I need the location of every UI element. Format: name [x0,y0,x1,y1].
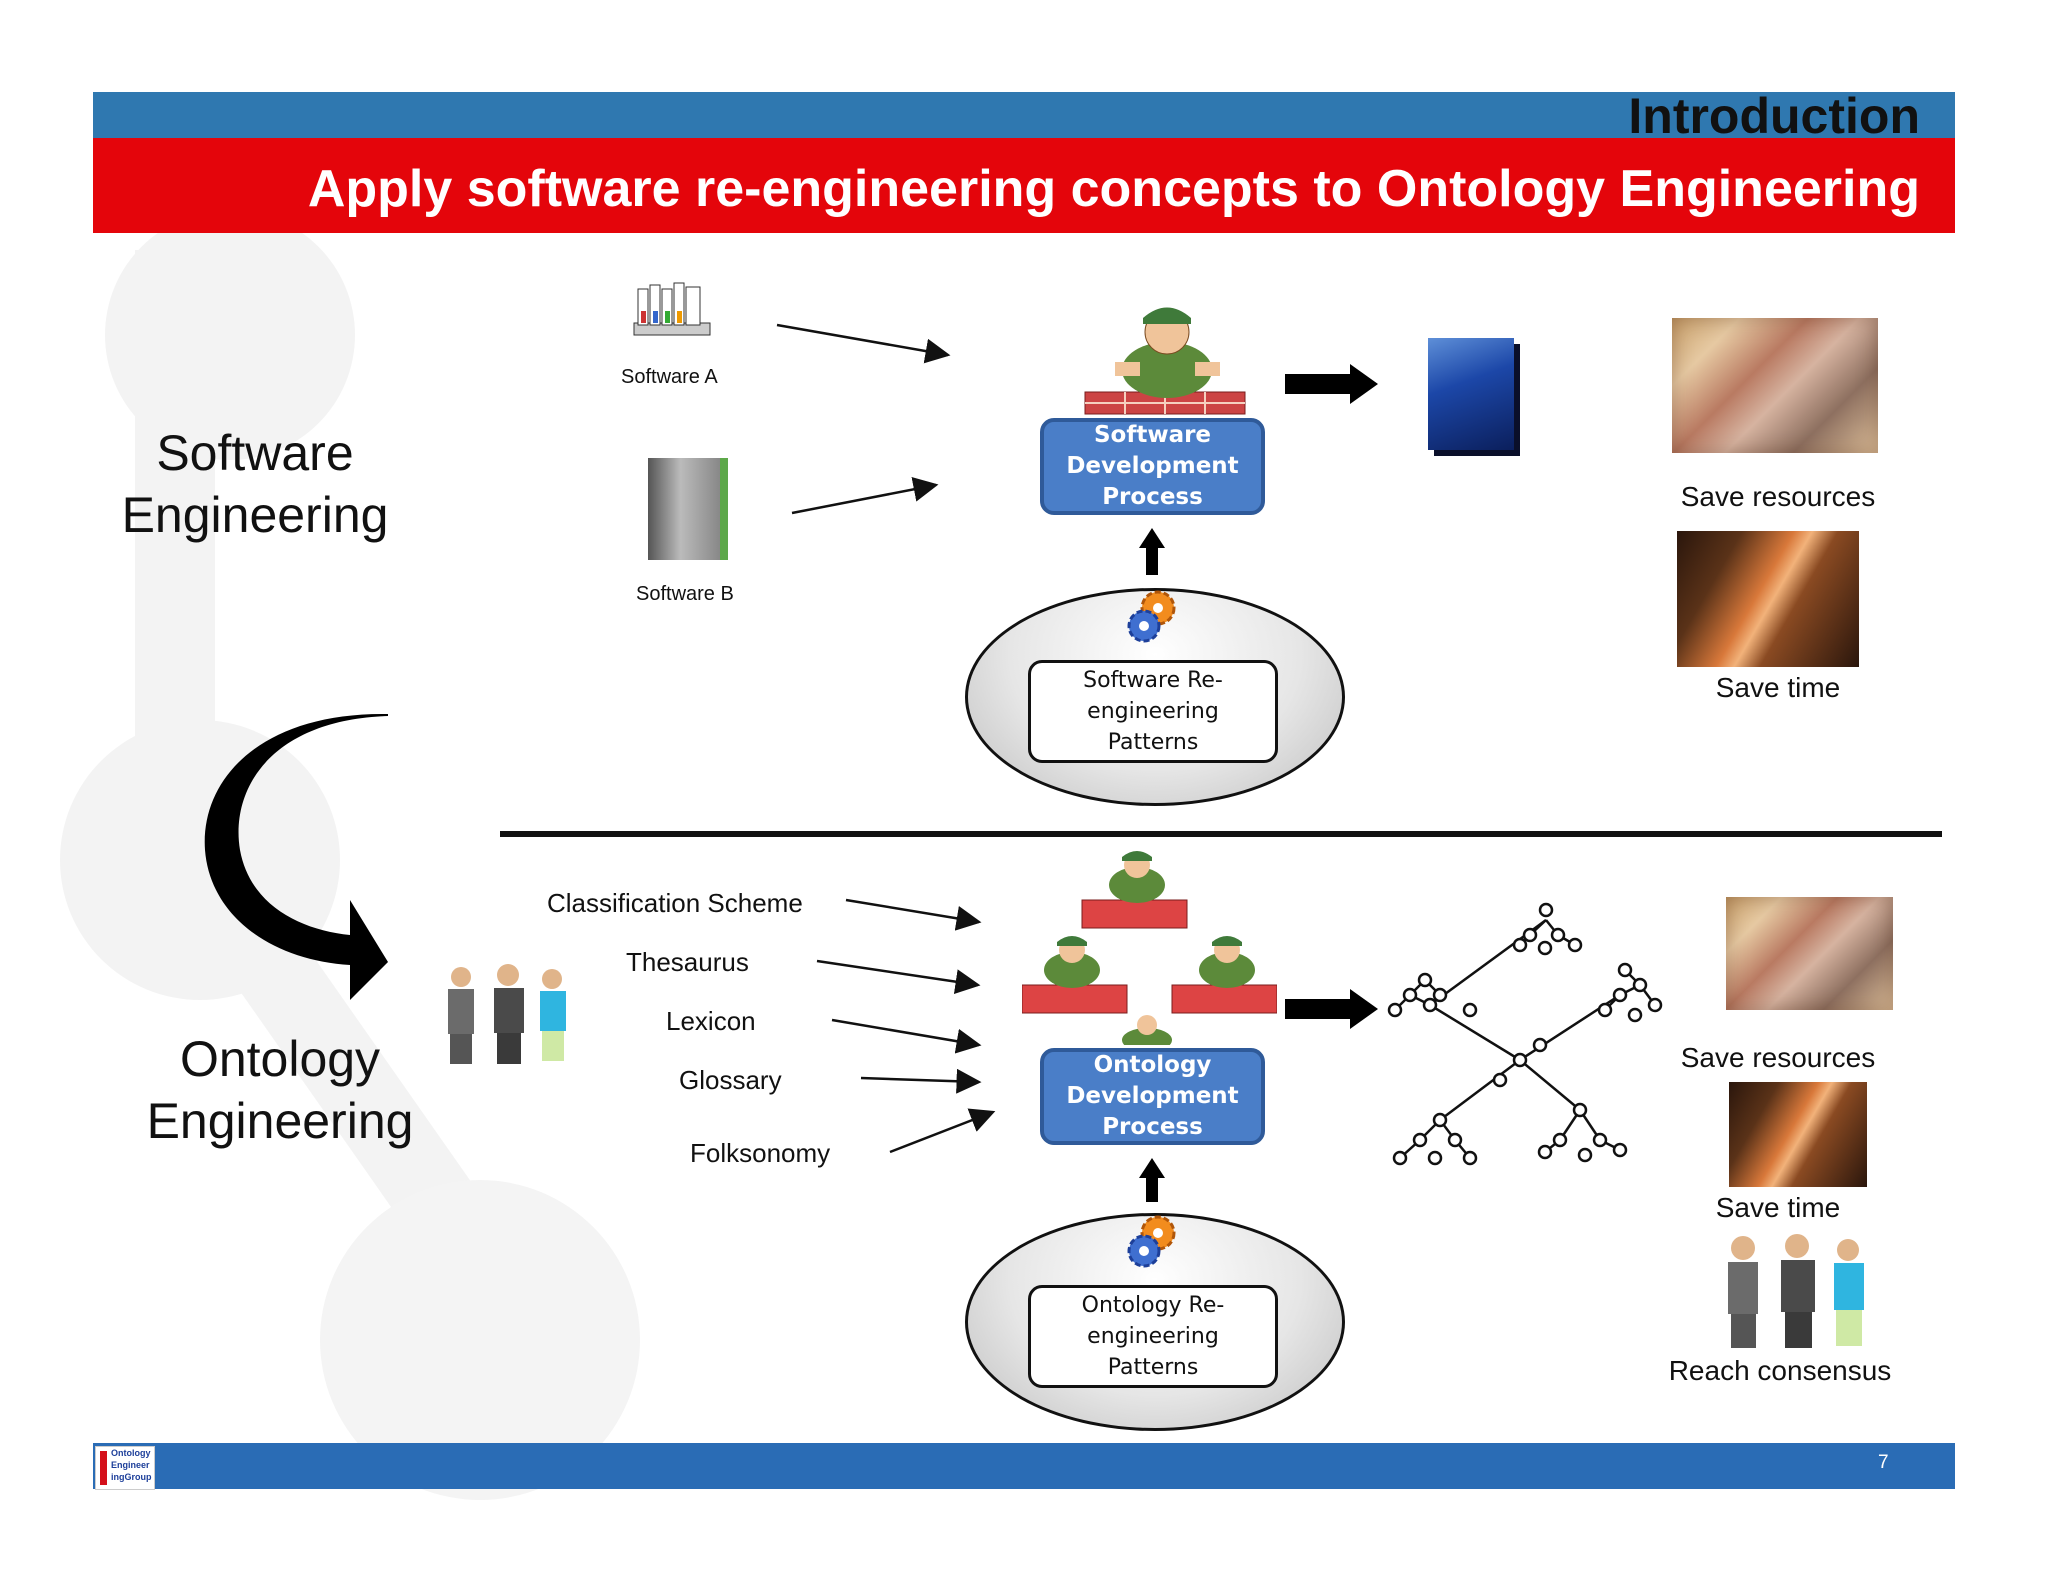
ontology-tree-icon [1387,902,1663,1166]
worker-icon [1084,307,1246,415]
benefit-save-resources: Save resources [1680,481,1876,512]
group-logo: Ontology Engineer ingGroup [95,1446,155,1490]
patterns-line: Ontology Re- [1081,1293,1225,1318]
process-line: Software [1093,422,1212,448]
process-line: Process [1102,1114,1203,1140]
process-line: Development [1066,453,1239,479]
curved-arrow-icon [204,713,388,1000]
product-box-icon [1428,338,1514,450]
page-number: 7 [1878,1452,1889,1473]
arrow-folksonomy [889,1108,996,1154]
gear-icon [1127,590,1176,643]
arrow-up-software [1139,528,1165,575]
software-reengineering-patterns-box: Software Re- engineering Patterns [1028,660,1278,763]
benefit-save-time: Save time [1715,672,1841,703]
money-icon [1672,318,1878,453]
software-box-icon [633,282,711,336]
arrow-to-ontology [1285,989,1378,1029]
input-software-a: Software A [621,366,718,388]
patterns-line: engineering [1087,1324,1219,1349]
benefit-save-resources: Save resources [1680,1042,1876,1073]
logo-text: Engineer [111,1460,150,1470]
patterns-line: Patterns [1107,1355,1199,1380]
process-line: Process [1102,484,1203,510]
gear-icon [1127,1215,1176,1268]
arrow-to-product [1285,364,1378,404]
patterns-line: Software Re- [1083,668,1223,693]
input-software-b: Software B [636,583,734,605]
ontology-reengineering-patterns-box: Ontology Re- engineering Patterns [1028,1285,1278,1388]
arrow-lexicon [831,1018,982,1054]
process-line: Development [1066,1083,1239,1109]
patterns-line: engineering [1087,699,1219,724]
input-thesaurus: Thesaurus [626,947,749,977]
logo-text: ingGroup [111,1472,152,1482]
input-glossary: Glossary [679,1065,782,1095]
label-line: Ontology [179,1031,381,1087]
arrow-thesaurus [816,959,981,995]
arrow-classification [845,898,982,931]
patterns-line: Patterns [1107,730,1199,755]
people-handshake-icon [448,964,566,1064]
section-title: Introduction [1628,88,1920,144]
software-engineering-label: Software Engineering [95,422,415,546]
footer-bar [93,1443,1955,1489]
section-divider [500,831,1942,837]
benefit-save-time: Save time [1715,1192,1841,1223]
label-line: Engineering [121,487,389,543]
hourglass-icon [1729,1082,1867,1187]
logo-bar [100,1451,107,1485]
title-band [93,138,1955,233]
input-lexicon: Lexicon [666,1006,756,1036]
hourglass-icon [1677,531,1859,667]
software-box-icon [648,458,728,560]
people-handshake-icon [1728,1234,1864,1348]
money-icon [1726,897,1893,1010]
logo-text: Ontology [111,1448,151,1458]
arrow-software-a [776,323,951,364]
ontology-engineering-label: Ontology Engineering [120,1028,440,1152]
ontology-development-process-box: Ontology Development Process [1040,1048,1265,1145]
software-development-process-box: Software Development Process [1040,418,1265,515]
arrow-glossary [860,1068,982,1094]
label-line: Engineering [146,1093,414,1149]
benefit-reach-consensus: Reach consensus [1668,1355,1892,1386]
process-line: Ontology [1093,1052,1212,1078]
input-folksonomy: Folksonomy [690,1138,831,1168]
input-classification-scheme: Classification Scheme [547,888,803,918]
arrow-software-b [791,477,939,515]
label-line: Software [156,425,354,481]
worker-icon [1022,851,1277,1045]
header-band [93,92,1955,138]
slide-title: Apply software re-engineering concepts t… [307,160,1920,218]
arrow-up-ontology [1139,1158,1165,1202]
